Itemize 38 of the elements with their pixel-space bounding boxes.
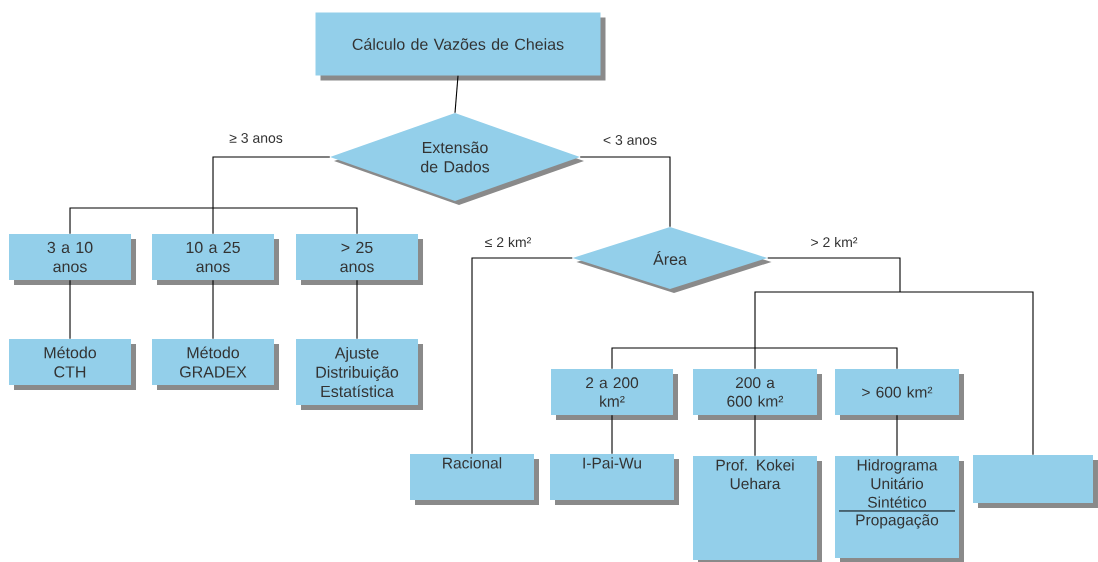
- connector-line: [611, 347, 756, 370]
- process-box: I-Pai-Wu: [550, 454, 679, 505]
- connector-line: [754, 291, 901, 349]
- connector-line: [754, 414, 756, 457]
- connector-line: [579, 156, 671, 228]
- process-box: Racional: [410, 454, 539, 505]
- process-box: 10 a 25 anos: [152, 234, 279, 285]
- connector-line: [896, 414, 898, 457]
- connector-line: [754, 347, 898, 370]
- process-box: Método GRADEX: [152, 339, 279, 390]
- process-box: Prof. Kokei Uehara: [693, 456, 822, 562]
- process-box: 2 a 200 km²: [551, 369, 678, 420]
- connector-line: [356, 279, 358, 340]
- process-box: Hidrograma Unitário Sintético Propagação: [835, 456, 964, 562]
- connector-line: [212, 279, 214, 340]
- connector-line: [212, 156, 331, 209]
- connector-line: [69, 207, 214, 235]
- connector-line: [767, 257, 901, 293]
- connector-line: [454, 75, 459, 114]
- edge-label: < 3 anos: [601, 134, 659, 146]
- connector-line: [899, 291, 1034, 456]
- connector-line: [212, 207, 214, 235]
- process-box: > 600 km²: [835, 369, 964, 420]
- edge-label: ≥ 3 anos: [228, 132, 284, 144]
- connector-line: [611, 414, 613, 455]
- process-box: 200 a 600 km²: [693, 369, 822, 420]
- process-box: > 25 anos: [296, 234, 423, 285]
- connector-line: [754, 347, 756, 370]
- process-box: 3 a 10 anos: [9, 234, 136, 285]
- edge-label: ≤ 2 km²: [483, 235, 533, 249]
- edge-label: > 2 km²: [809, 235, 859, 249]
- connector-line: [69, 279, 71, 340]
- connector-line: [212, 207, 358, 235]
- connector-line: [471, 257, 573, 455]
- process-box: Método CTH: [9, 339, 136, 390]
- process-box: Cálculo de Vazões de Cheias: [315, 12, 606, 81]
- process-box: [973, 455, 1098, 508]
- process-box: Ajuste Distribuição Estatística: [296, 339, 423, 410]
